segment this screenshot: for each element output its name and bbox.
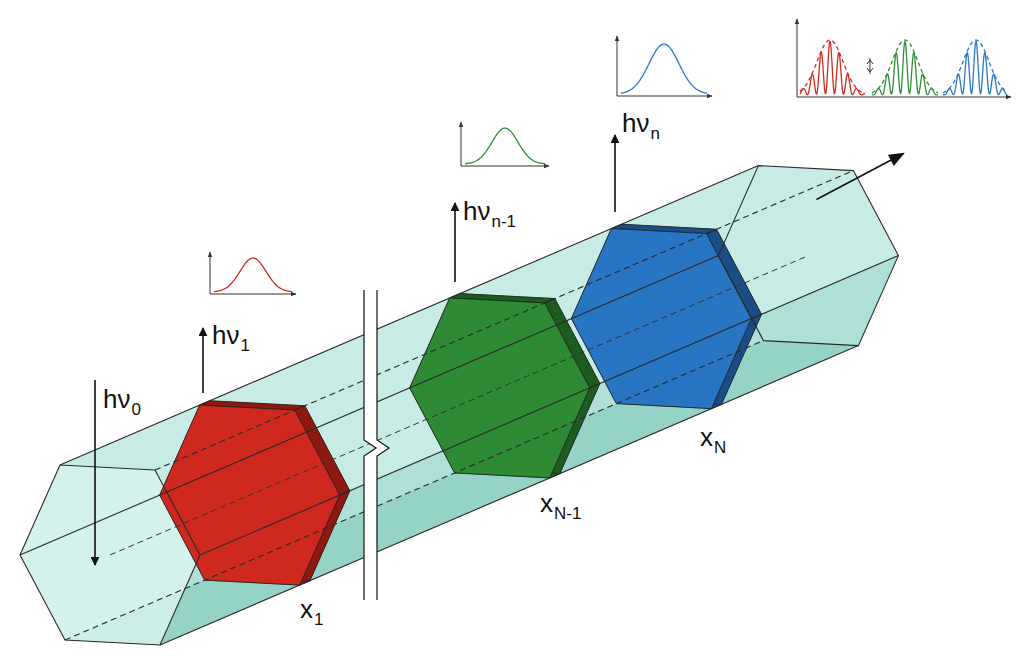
break-gap xyxy=(364,290,389,600)
wire-edge xyxy=(200,256,898,555)
plot-axis xyxy=(797,19,798,97)
quantum-disk xyxy=(160,401,350,585)
growth-axis-arrow xyxy=(816,154,903,200)
wire-edge xyxy=(65,341,763,640)
symbol-label: x xyxy=(540,490,553,516)
break-line xyxy=(364,290,376,600)
symbol-label: x xyxy=(700,424,713,450)
symbol-label: hν xyxy=(103,386,130,412)
wire-axis xyxy=(110,256,808,555)
plot-axis xyxy=(210,252,211,294)
subscript-label: 1 xyxy=(314,611,323,628)
divider-mark xyxy=(867,68,873,72)
photon-arrow xyxy=(94,380,96,565)
disk-face xyxy=(571,229,751,409)
plot-axis xyxy=(210,294,296,295)
symbol-label: hν xyxy=(212,322,239,348)
symbol-label: hν xyxy=(622,110,649,136)
spectrum-curve xyxy=(621,44,707,93)
plot-axis xyxy=(617,96,712,97)
symbol-label: x xyxy=(300,596,313,622)
wire-edge xyxy=(60,166,758,465)
spectrum-curve xyxy=(465,128,545,164)
spectrum-curve xyxy=(872,42,938,95)
prism-layer xyxy=(20,166,898,645)
subscript-label: 1 xyxy=(240,337,249,354)
prism-edge-layer xyxy=(20,154,903,645)
wire-edge xyxy=(160,346,858,645)
plot-axis xyxy=(461,122,462,166)
spectrum-curve xyxy=(214,258,292,292)
wire-left-end xyxy=(20,465,200,645)
plot-axis xyxy=(461,166,549,167)
envelope-curve xyxy=(872,40,938,93)
subscript-label: 0 xyxy=(131,401,140,418)
quantum-disk xyxy=(410,294,600,478)
break-line xyxy=(377,290,389,600)
photon-arrow xyxy=(614,135,616,212)
spectrum-curve xyxy=(800,41,865,94)
subscript-label: n xyxy=(650,125,659,142)
spectrum-curve xyxy=(943,41,1007,94)
spectrum-plot-layer xyxy=(210,19,1011,294)
plot-axis xyxy=(797,97,1011,98)
wire-body xyxy=(20,166,898,645)
divider-mark xyxy=(867,60,873,64)
subscript-label: n-1 xyxy=(491,213,516,230)
photon-arrow xyxy=(454,203,456,282)
break-layer xyxy=(364,290,389,600)
symbol-label: hν xyxy=(463,198,490,224)
photon-arrow xyxy=(202,328,204,393)
subscript-label: N xyxy=(714,439,726,456)
photon-arrow-layer xyxy=(95,135,615,565)
subscript-label: N-1 xyxy=(554,505,581,522)
wire-right-end xyxy=(718,166,898,346)
plot-axis xyxy=(617,36,618,96)
